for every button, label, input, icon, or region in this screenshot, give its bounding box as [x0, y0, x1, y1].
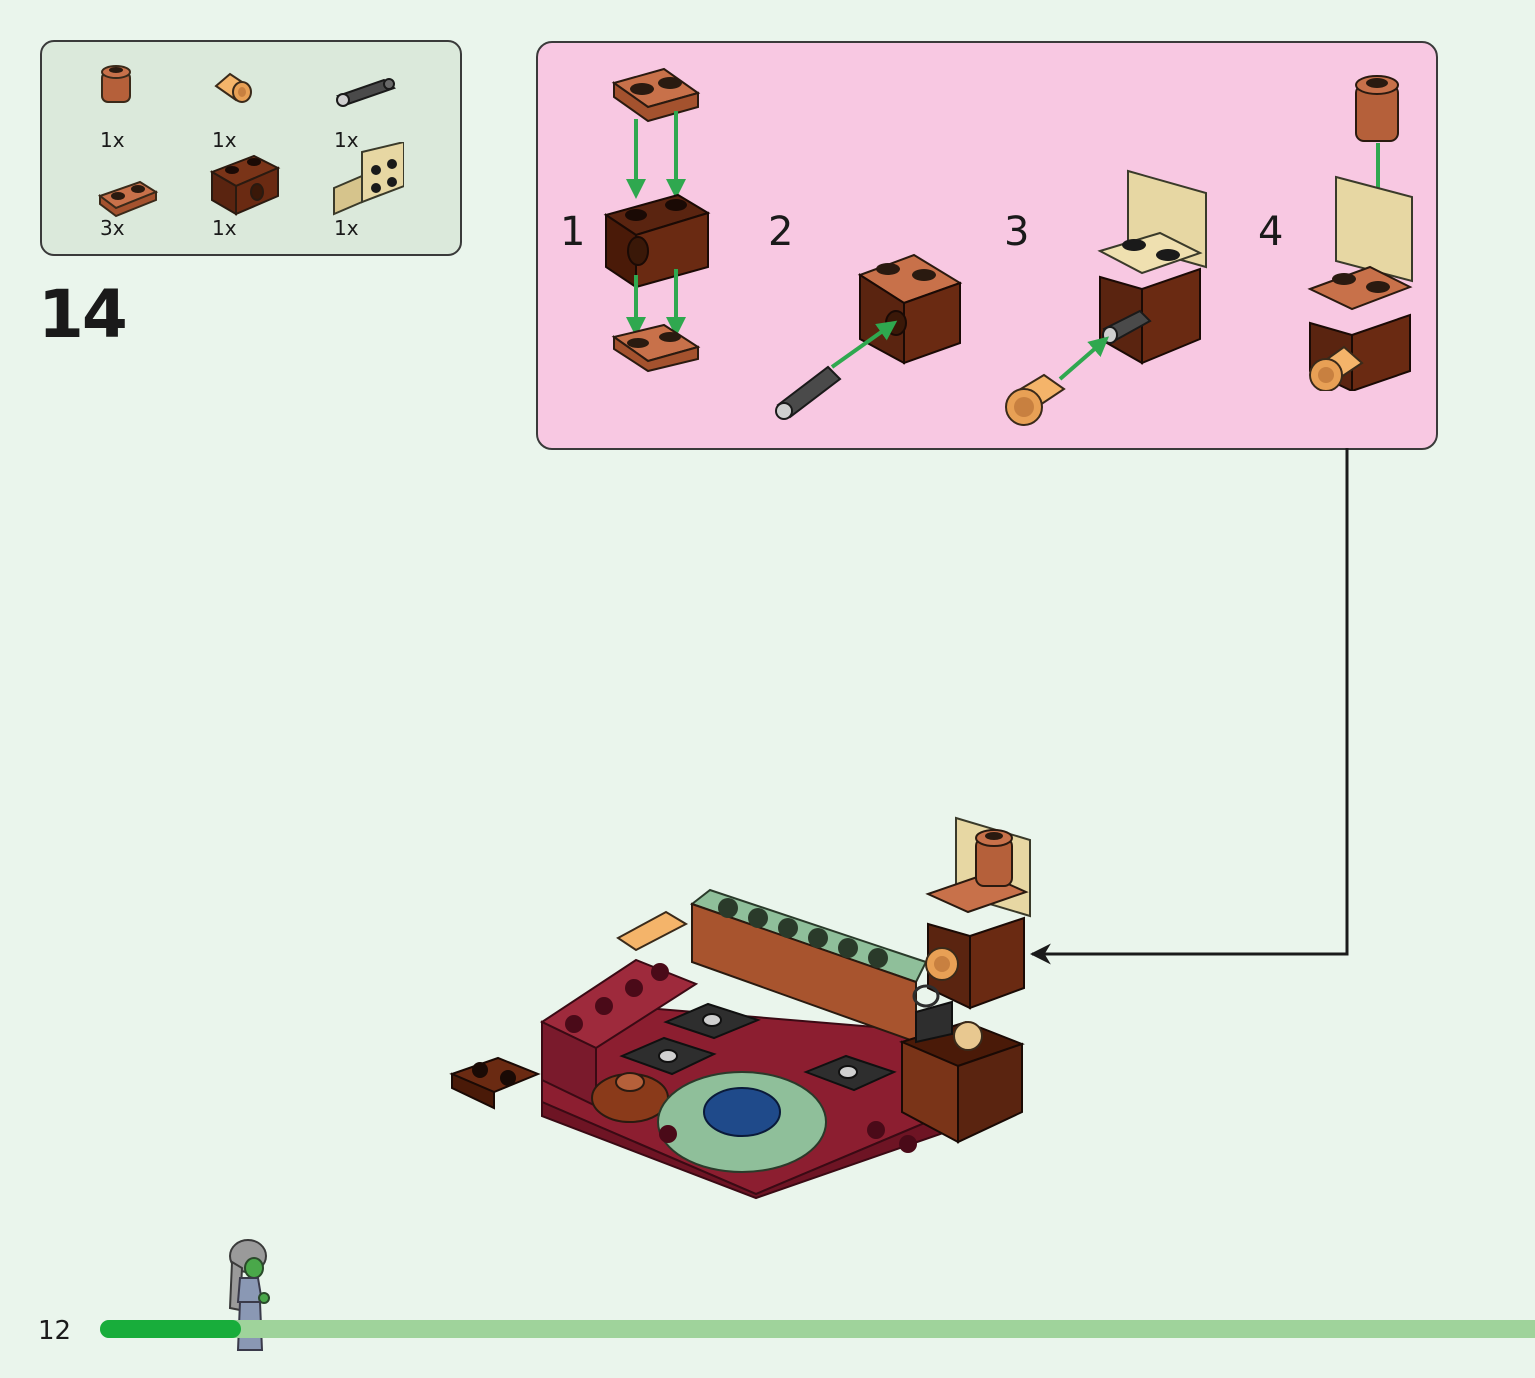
pin-icon	[335, 78, 397, 107]
part-qty: 1x	[334, 128, 359, 152]
plate-round-icon	[97, 180, 159, 218]
parts-list: 1x 1x 1x 3x	[40, 40, 462, 256]
substep-4-illustration	[1307, 75, 1413, 391]
angle-plate-icon	[333, 142, 404, 216]
step-number: 14	[38, 276, 128, 353]
part-round-brick: 1x	[90, 60, 170, 150]
substep-3-illustration	[1005, 169, 1207, 426]
technic-brick-icon	[209, 154, 281, 216]
part-qty: 1x	[100, 128, 125, 152]
part-technic-brick: 1x	[202, 148, 282, 238]
page-number: 12	[38, 1316, 72, 1346]
part-qty: 1x	[334, 216, 359, 240]
substep-2-illustration	[775, 253, 963, 420]
substep-number: 1	[560, 209, 586, 255]
part-angle-plate: 1x	[324, 142, 404, 238]
minifigure-progress-marker-icon	[228, 1239, 270, 1351]
model-illustration	[449, 816, 1031, 1200]
part-qty: 1x	[212, 216, 237, 240]
part-pin: 1x	[324, 60, 404, 150]
progress-fill	[100, 1320, 241, 1338]
substep-number: 3	[1004, 209, 1030, 255]
callout-connector-arrow	[1029, 448, 1349, 965]
part-bush: 1x	[202, 60, 282, 150]
bush-icon	[214, 72, 252, 103]
part-qty: 3x	[100, 216, 125, 240]
part-plate-round: 3x	[90, 166, 170, 256]
substep-1-illustration	[603, 67, 711, 373]
round-brick-icon	[101, 65, 131, 103]
part-qty: 1x	[212, 128, 237, 152]
substep-number: 4	[1258, 209, 1284, 255]
substep-number: 2	[768, 209, 794, 255]
progress-bar	[100, 1320, 1535, 1338]
subassembly-callout: 1 2 3 4	[536, 41, 1438, 450]
